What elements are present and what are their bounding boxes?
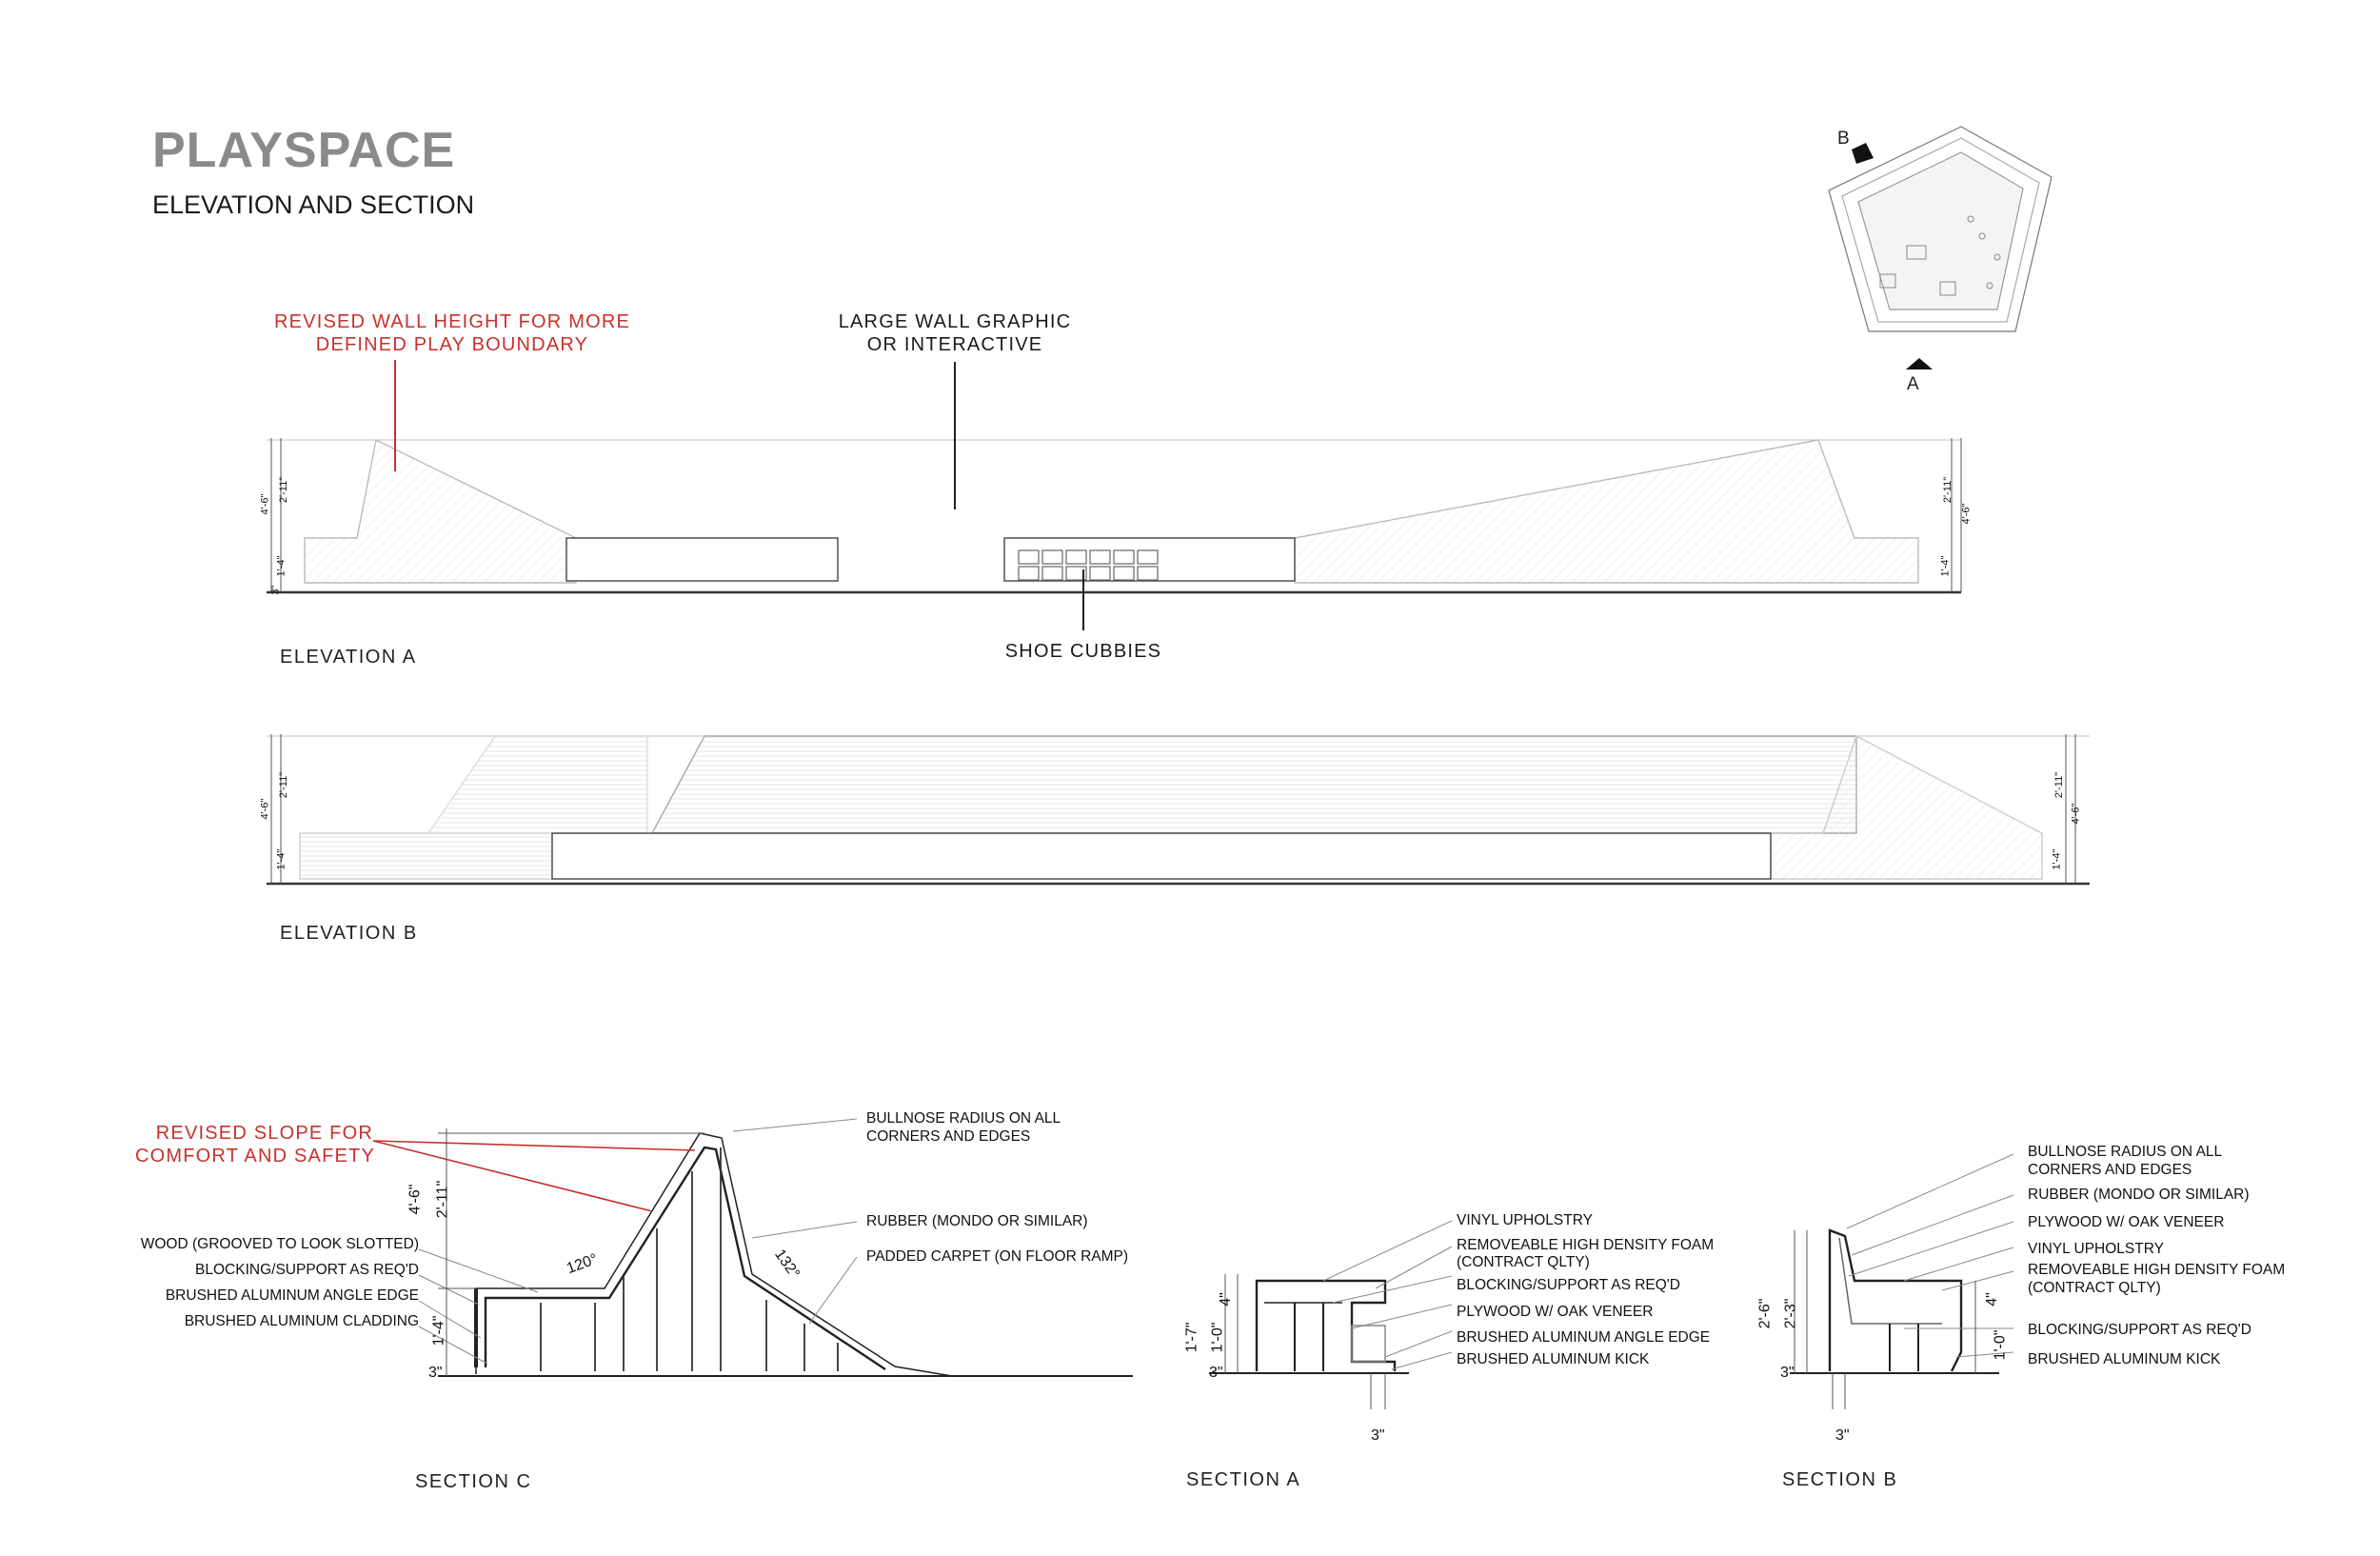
key-plan-marker-b: B	[1837, 129, 1852, 149]
callout-shoe-cubbies: SHOE CUBBIES	[1004, 641, 1162, 662]
section-a-note-foam-1: REMOVEABLE HIGH DENSITY FOAM	[1457, 1237, 1715, 1253]
section-c-dim-2: 2'-11"	[434, 1180, 451, 1219]
dim-ea-right-3: 1'-4"	[1939, 555, 1952, 577]
page-subtitle: ELEVATION AND SECTION	[152, 190, 475, 219]
callout-revised-slope-line-1: REVISED SLOPE FOR	[155, 1123, 373, 1144]
section-c-dim-1: 4'-6"	[407, 1184, 424, 1215]
dim-eb-left-3: 1'-4"	[275, 848, 288, 870]
callout-wall-graphic-line-2: OR INTERACTIVE	[866, 334, 1043, 355]
section-a-label: SECTION A	[1186, 1469, 1301, 1490]
elevation-a-drawing	[267, 360, 1962, 630]
section-b-dim-3: 4"	[1983, 1292, 2000, 1307]
section-a-note-angle-edge: BRUSHED ALUMINUM ANGLE EDGE	[1457, 1329, 1711, 1346]
section-b-note-rubber: RUBBER (MONDO OR SIMILAR)	[2028, 1187, 2250, 1203]
section-c-note-carpet: PADDED CARPET (ON FLOOR RAMP)	[866, 1248, 1129, 1265]
dim-ea-left-4: 3"	[269, 585, 282, 595]
section-b-note-blocking: BLOCKING/SUPPORT AS REQ'D	[2028, 1322, 2251, 1338]
key-plan	[1828, 126, 2053, 369]
section-c-label: SECTION C	[415, 1471, 532, 1492]
section-a-drawing	[1209, 1220, 1453, 1409]
section-b-note-foam-1: REMOVEABLE HIGH DENSITY FOAM	[2028, 1262, 2286, 1278]
elevation-b-drawing	[267, 734, 2090, 886]
page-title: PLAYSPACE	[152, 123, 456, 178]
callout-wall-height: REVISED WALL HEIGHT FOR MORE DEFINED PLA…	[267, 310, 638, 356]
section-c-note-bullnose-2: CORNERS AND EDGES	[866, 1128, 1031, 1145]
section-b-note-vinyl: VINYL UPHOLSTRY	[2028, 1241, 2164, 1257]
dim-eb-right-3: 1'-4"	[2051, 848, 2063, 870]
section-b-note-kick: BRUSHED ALUMINUM KICK	[2028, 1351, 2221, 1367]
section-c-dim-3: 1'-4"	[430, 1315, 447, 1347]
section-a-note-kick: BRUSHED ALUMINUM KICK	[1457, 1351, 1650, 1367]
section-b-note-bullnose-1: BULLNOSE RADIUS ON ALL	[2028, 1144, 2223, 1160]
callout-wall-height-line-1: REVISED WALL HEIGHT FOR MORE	[273, 311, 631, 332]
callout-wall-height-line-2: DEFINED PLAY BOUNDARY	[315, 334, 589, 355]
section-a-note-vinyl: VINYL UPHOLSTRY	[1457, 1212, 1593, 1228]
section-c-note-angle-edge: BRUSHED ALUMINUM ANGLE EDGE	[165, 1287, 419, 1304]
section-b-dim-6: 3"	[1835, 1427, 1850, 1444]
elevation-a-label: ELEVATION A	[280, 647, 417, 668]
dim-eb-left-2: 2'-11"	[278, 771, 290, 799]
section-b-label: SECTION B	[1782, 1469, 1898, 1490]
callout-revised-slope: REVISED SLOPE FOR COMFORT AND SAFETY	[135, 1122, 376, 1167]
key-plan-marker-a: A	[1907, 374, 1921, 394]
callout-wall-graphic-line-1: LARGE WALL GRAPHIC	[838, 311, 1072, 332]
section-c-note-blocking: BLOCKING/SUPPORT AS REQ'D	[195, 1262, 419, 1278]
dim-eb-right-2: 4'-6"	[2070, 803, 2082, 825]
section-a-note-foam-2: (CONTRACT QLTY)	[1457, 1254, 1590, 1270]
section-c-note-bullnose-1: BULLNOSE RADIUS ON ALL	[866, 1110, 1061, 1127]
dim-ea-left-3: 1'-4"	[275, 555, 288, 577]
dim-ea-right-1: 2'-11"	[1942, 476, 1954, 504]
section-b-drawing	[1790, 1153, 2014, 1409]
section-b-dim-2: 2'-3"	[1782, 1298, 1799, 1329]
section-a-dim-5: 3"	[1371, 1427, 1385, 1444]
section-b-note-bullnose-2: CORNERS AND EDGES	[2028, 1162, 2192, 1178]
section-b-dim-1: 2'-6"	[1756, 1298, 1774, 1329]
dim-eb-left-1: 4'-6"	[259, 798, 271, 820]
section-b-dim-4: 1'-0"	[1992, 1329, 2009, 1361]
section-a-note-blocking: BLOCKING/SUPPORT AS REQ'D	[1457, 1277, 1680, 1293]
section-c-note-cladding: BRUSHED ALUMINUM CLADDING	[184, 1313, 419, 1329]
dim-ea-right-2: 4'-6"	[1960, 503, 1973, 525]
section-a-dim-1: 1'-7"	[1183, 1322, 1200, 1353]
section-b-note-foam-2: (CONTRACT QLTY)	[2028, 1280, 2161, 1296]
section-b-dim-5: 3"	[1780, 1365, 1795, 1381]
dim-eb-right-1: 2'-11"	[2053, 771, 2066, 799]
dim-ea-left-1: 4'-6"	[259, 493, 271, 515]
elevation-b-label: ELEVATION B	[280, 923, 418, 944]
section-a-note-plywood: PLYWOOD W/ OAK VENEER	[1457, 1304, 1654, 1320]
section-a-dim-4: 3"	[1209, 1365, 1223, 1381]
section-c-note-rubber: RUBBER (MONDO OR SIMILAR)	[866, 1213, 1088, 1229]
callout-wall-graphic: LARGE WALL GRAPHIC OR INTERACTIVE	[809, 310, 1101, 356]
section-a-dim-3: 4"	[1217, 1292, 1234, 1307]
dim-ea-left-2: 2'-11"	[278, 476, 290, 504]
section-c-drawing	[372, 1118, 1133, 1377]
section-a-dim-2: 1'-0"	[1209, 1322, 1226, 1353]
section-b-note-plywood: PLYWOOD W/ OAK VENEER	[2028, 1214, 2225, 1230]
section-c-dim-4: 3"	[428, 1365, 443, 1381]
callout-revised-slope-line-2: COMFORT AND SAFETY	[135, 1146, 376, 1167]
section-c-note-wood: WOOD (GROOVED TO LOOK SLOTTED)	[140, 1236, 419, 1252]
